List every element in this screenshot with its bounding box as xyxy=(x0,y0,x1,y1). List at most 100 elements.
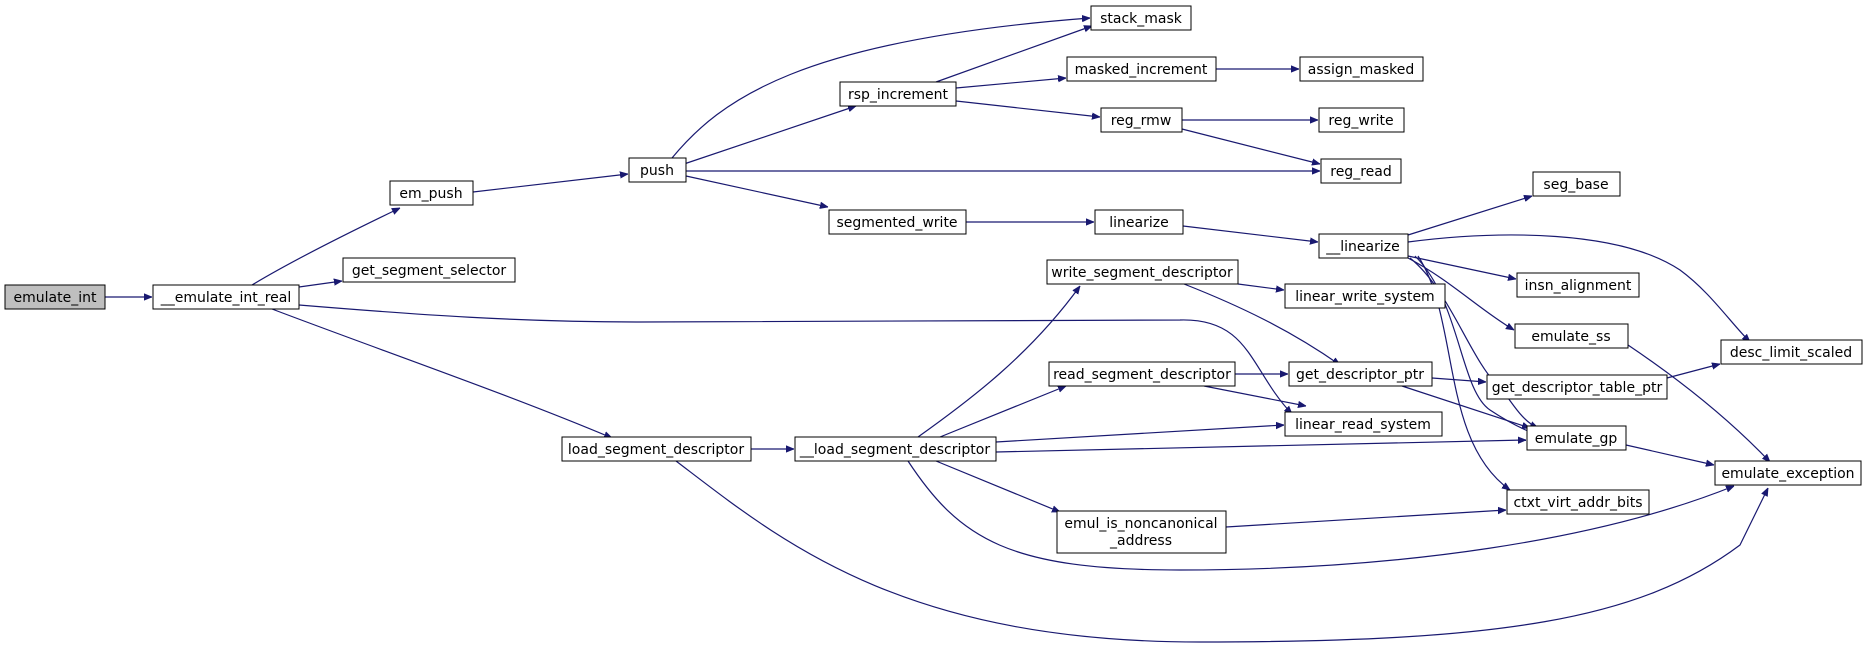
node-write-segment-descriptor[interactable]: write_segment_descriptor xyxy=(1046,259,1239,285)
edge-linearize-internal-to-desc-limit-scaled xyxy=(1407,234,1750,342)
edge-linearize-internal-to-ctxt-virt-addr-bits xyxy=(1417,255,1510,490)
edge-linearize-internal-to-emulate-ss xyxy=(1407,257,1514,330)
node-insn-alignment[interactable]: insn_alignment xyxy=(1516,272,1640,298)
edge-linearize-internal-to-insn-alignment xyxy=(1407,255,1516,279)
node-read-segment-descriptor[interactable]: read_segment_descriptor xyxy=(1048,361,1236,387)
node-rsp-increment[interactable]: rsp_increment xyxy=(839,81,957,107)
node-load-segment-descriptor-internal[interactable]: __load_segment_descriptor xyxy=(794,436,997,462)
edge-emulate-int-real-to-em-push xyxy=(251,207,400,286)
node-label: __load_segment_descriptor xyxy=(799,442,990,458)
node-label: desc_limit_scaled xyxy=(1730,345,1852,361)
node-label: linear_write_system xyxy=(1295,289,1434,305)
edge-em-push-to-push xyxy=(472,174,628,193)
node-label: write_segment_descriptor xyxy=(1051,265,1233,281)
node-emulate-int[interactable]: emulate_int xyxy=(4,284,106,310)
node-linear-read-system[interactable]: linear_read_system xyxy=(1284,411,1443,437)
node-label: assign_masked xyxy=(1308,62,1414,78)
node-label: get_segment_selector xyxy=(352,263,507,279)
node-label: rsp_increment xyxy=(848,87,949,103)
node-emul-is-noncanonical-address[interactable]: emul_is_noncanonical _address xyxy=(1056,510,1227,554)
edge-load-segment-descriptor-internal-to-write-segment-descriptor xyxy=(917,286,1080,438)
edge-emulate-int-real-to-get-segment-selector xyxy=(298,281,342,288)
node-label: push xyxy=(640,163,674,179)
edge-emul-is-noncanonical-to-ctxt-virt-addr-bits xyxy=(1225,510,1506,528)
node-label: insn_alignment xyxy=(1525,278,1632,294)
edge-load-segment-descriptor-internal-to-emulate-gp xyxy=(995,440,1526,453)
node-label: __emulate_int_real xyxy=(160,290,291,306)
node-emulate-gp[interactable]: emulate_gp xyxy=(1526,425,1627,451)
node-stack-mask[interactable]: stack_mask xyxy=(1090,5,1192,31)
node-linear-write-system[interactable]: linear_write_system xyxy=(1284,283,1446,309)
node-linearize[interactable]: linearize xyxy=(1094,209,1184,235)
node-reg-rmw[interactable]: reg_rmw xyxy=(1100,107,1183,133)
node-label: seg_base xyxy=(1543,177,1608,193)
edge-emulate-int-real-to-load-segment-descriptor xyxy=(271,308,612,439)
edge-emulate-ss-to-emulate-exception xyxy=(1627,344,1770,462)
node-label: linear_read_system xyxy=(1295,417,1431,433)
edge-emulate-gp-to-emulate-exception xyxy=(1625,444,1714,465)
edge-load-segment-descriptor-to-emulate-exception xyxy=(675,460,1769,643)
edge-linearize-internal-to-seg-base xyxy=(1407,196,1532,236)
node-label: linearize xyxy=(1109,215,1168,231)
node-desc-limit-scaled[interactable]: desc_limit_scaled xyxy=(1720,339,1863,365)
node-label: get_descriptor_ptr xyxy=(1296,367,1424,383)
node-label: emulate_ss xyxy=(1531,329,1610,345)
edge-emulate-int-real-to-linear-read-system xyxy=(298,304,1292,414)
node-get-descriptor-ptr[interactable]: get_descriptor_ptr xyxy=(1288,361,1433,387)
node-label: __linearize xyxy=(1325,239,1399,255)
node-label: masked_increment xyxy=(1075,62,1208,78)
node-label: emulate_int xyxy=(14,290,97,306)
node-label: reg_rmw xyxy=(1111,113,1172,129)
node-seg-base[interactable]: seg_base xyxy=(1532,171,1621,197)
node-label: segmented_write xyxy=(836,215,957,231)
edge-rsp-increment-to-masked-increment xyxy=(955,78,1066,89)
edge-push-to-segmented-write xyxy=(685,175,828,207)
edge-load-segment-descriptor-internal-to-read-segment-descriptor xyxy=(939,385,1066,438)
edge-get-descriptor-ptr-to-get-descriptor-table-ptr xyxy=(1431,377,1486,382)
edge-load-segment-descriptor-internal-to-emulate-exception xyxy=(907,460,1734,571)
node-label-line-1: emul_is_noncanonical xyxy=(1064,516,1217,532)
node-push[interactable]: push xyxy=(628,157,687,183)
edge-read-segment-descriptor-to-linear-read-system xyxy=(1203,385,1306,406)
node-assign-masked[interactable]: assign_masked xyxy=(1299,56,1424,82)
node-linearize-internal[interactable]: __linearize xyxy=(1318,233,1409,259)
edge-rsp-increment-to-reg-rmw xyxy=(955,100,1100,117)
node-label: reg_read xyxy=(1330,164,1391,180)
node-label: read_segment_descriptor xyxy=(1053,367,1231,383)
node-label-line-2: _address xyxy=(1109,533,1172,549)
node-label: get_descriptor_table_ptr xyxy=(1492,380,1663,396)
edge-get-descriptor-ptr-to-emulate-gp xyxy=(1401,385,1530,428)
edge-reg-rmw-to-reg-read xyxy=(1177,127,1320,164)
node-emulate-exception[interactable]: emulate_exception xyxy=(1714,460,1862,486)
edge-push-to-stack-mask xyxy=(671,18,1090,159)
node-masked-increment[interactable]: masked_increment xyxy=(1066,56,1217,82)
node-label: ctxt_virt_addr_bits xyxy=(1513,495,1642,511)
edges xyxy=(105,18,1770,643)
node-emulate-int-real[interactable]: __emulate_int_real xyxy=(152,284,300,310)
node-get-segment-selector[interactable]: get_segment_selector xyxy=(342,257,516,283)
edge-write-segment-descriptor-to-linear-write-system xyxy=(1237,283,1284,290)
node-em-push[interactable]: em_push xyxy=(389,180,474,206)
node-reg-write[interactable]: reg_write xyxy=(1318,107,1405,133)
edge-load-segment-descriptor-internal-to-emul-is-noncanonical xyxy=(935,460,1060,513)
node-label: em_push xyxy=(399,186,462,202)
node-ctxt-virt-addr-bits[interactable]: ctxt_virt_addr_bits xyxy=(1506,489,1650,515)
node-emulate-ss[interactable]: emulate_ss xyxy=(1514,323,1629,349)
node-label: emulate_exception xyxy=(1721,466,1854,482)
node-label: emulate_gp xyxy=(1535,431,1618,447)
node-label: reg_write xyxy=(1328,113,1393,129)
edge-load-segment-descriptor-internal-to-linear-read-system xyxy=(995,425,1284,443)
edge-push-to-rsp-increment xyxy=(683,106,856,165)
node-reg-read[interactable]: reg_read xyxy=(1320,158,1402,184)
edge-linearize-to-linearize-internal xyxy=(1182,225,1318,242)
node-label: load_segment_descriptor xyxy=(568,442,744,458)
node-get-descriptor-table-ptr[interactable]: get_descriptor_table_ptr xyxy=(1486,374,1668,400)
edge-get-descriptor-table-ptr-to-desc-limit-scaled xyxy=(1666,364,1720,379)
edge-write-segment-descriptor-to-get-descriptor-ptr xyxy=(1183,283,1340,365)
edge-rsp-increment-to-stack-mask xyxy=(935,26,1092,83)
node-segmented-write[interactable]: segmented_write xyxy=(828,209,967,235)
nodes: emulate_int __emulate_int_real em_push g… xyxy=(4,5,1863,554)
node-label: stack_mask xyxy=(1100,11,1183,27)
node-load-segment-descriptor[interactable]: load_segment_descriptor xyxy=(561,436,752,462)
